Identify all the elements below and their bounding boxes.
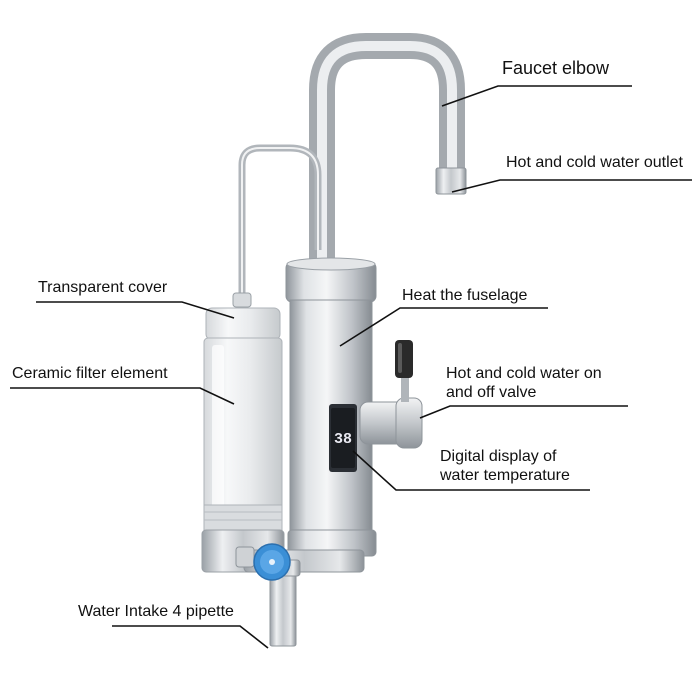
label-valve-line1: Hot and cold water on bbox=[446, 365, 602, 382]
valve-knob-stem bbox=[401, 376, 409, 402]
leader-heat-fuselage bbox=[339, 307, 548, 347]
label-hot-cold-outlet: Hot and cold water outlet bbox=[506, 154, 683, 171]
leader-faucet-elbow bbox=[441, 85, 632, 107]
label-valve-line2: and off valve bbox=[446, 384, 537, 401]
leader-display bbox=[352, 450, 590, 491]
temperature-reading: 38 bbox=[334, 431, 352, 448]
transparent-filter-cylinder bbox=[201, 307, 285, 573]
label-display-line2: water temperature bbox=[440, 467, 570, 484]
label-heat-fuselage: Heat the fuselage bbox=[402, 287, 528, 304]
faucet-illustration: 38 bbox=[201, 33, 467, 647]
temperature-display: 38 bbox=[329, 404, 357, 472]
water-intake-pipe bbox=[235, 543, 301, 647]
leader-valve bbox=[419, 405, 628, 419]
leader-lines bbox=[10, 85, 692, 649]
leader-ceramic-filter bbox=[10, 387, 235, 405]
on-off-valve[interactable] bbox=[359, 340, 423, 449]
label-ceramic-filter: Ceramic filter element bbox=[12, 365, 168, 382]
valve-knob bbox=[395, 340, 413, 378]
label-transparent-cover: Transparent cover bbox=[38, 279, 168, 296]
faucet-spout bbox=[309, 33, 465, 270]
leader-outlet bbox=[451, 179, 692, 193]
leader-intake bbox=[112, 625, 269, 649]
leader-transparent-cover bbox=[36, 301, 235, 319]
water-outlet-tip bbox=[435, 167, 467, 195]
label-display-line1: Digital display of bbox=[440, 448, 557, 465]
label-water-intake: Water Intake 4 pipette bbox=[78, 603, 234, 620]
label-faucet-elbow: Faucet elbow bbox=[502, 58, 610, 78]
